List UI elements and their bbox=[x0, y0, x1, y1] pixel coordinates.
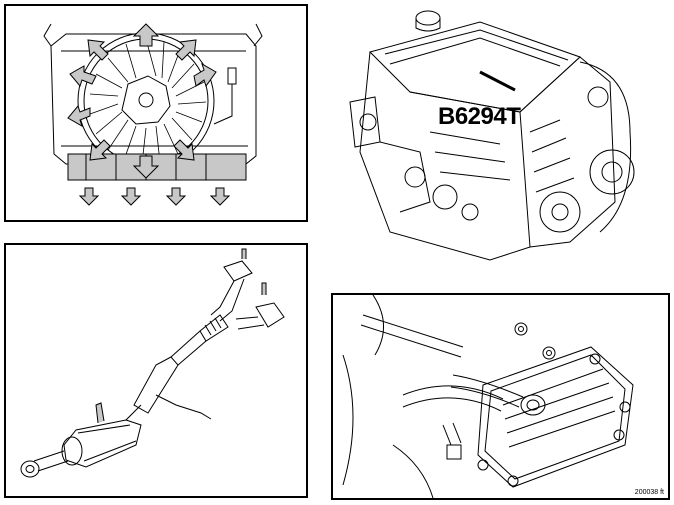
arrow-up-icon bbox=[134, 24, 158, 46]
arrow-down-icon bbox=[211, 188, 229, 205]
exhaust-panel bbox=[4, 243, 308, 498]
oil-cooler-panel: 200038 ft bbox=[331, 293, 670, 500]
exhaust-illustration bbox=[6, 245, 306, 496]
arrow-down-icon bbox=[167, 188, 185, 205]
engine-panel: B6294T bbox=[330, 2, 670, 287]
arrow-down-icon bbox=[122, 188, 140, 205]
cooling-fan-panel bbox=[4, 4, 308, 222]
engine-model-label: B6294T bbox=[438, 103, 521, 130]
airflow-arrows bbox=[68, 24, 216, 178]
oil-cooler-illustration bbox=[333, 295, 668, 498]
figure-id-label: 200038 ft bbox=[634, 489, 664, 496]
cooling-fan-illustration bbox=[6, 6, 306, 220]
engine-illustration bbox=[330, 2, 670, 287]
arrow-down-icon bbox=[80, 188, 98, 205]
